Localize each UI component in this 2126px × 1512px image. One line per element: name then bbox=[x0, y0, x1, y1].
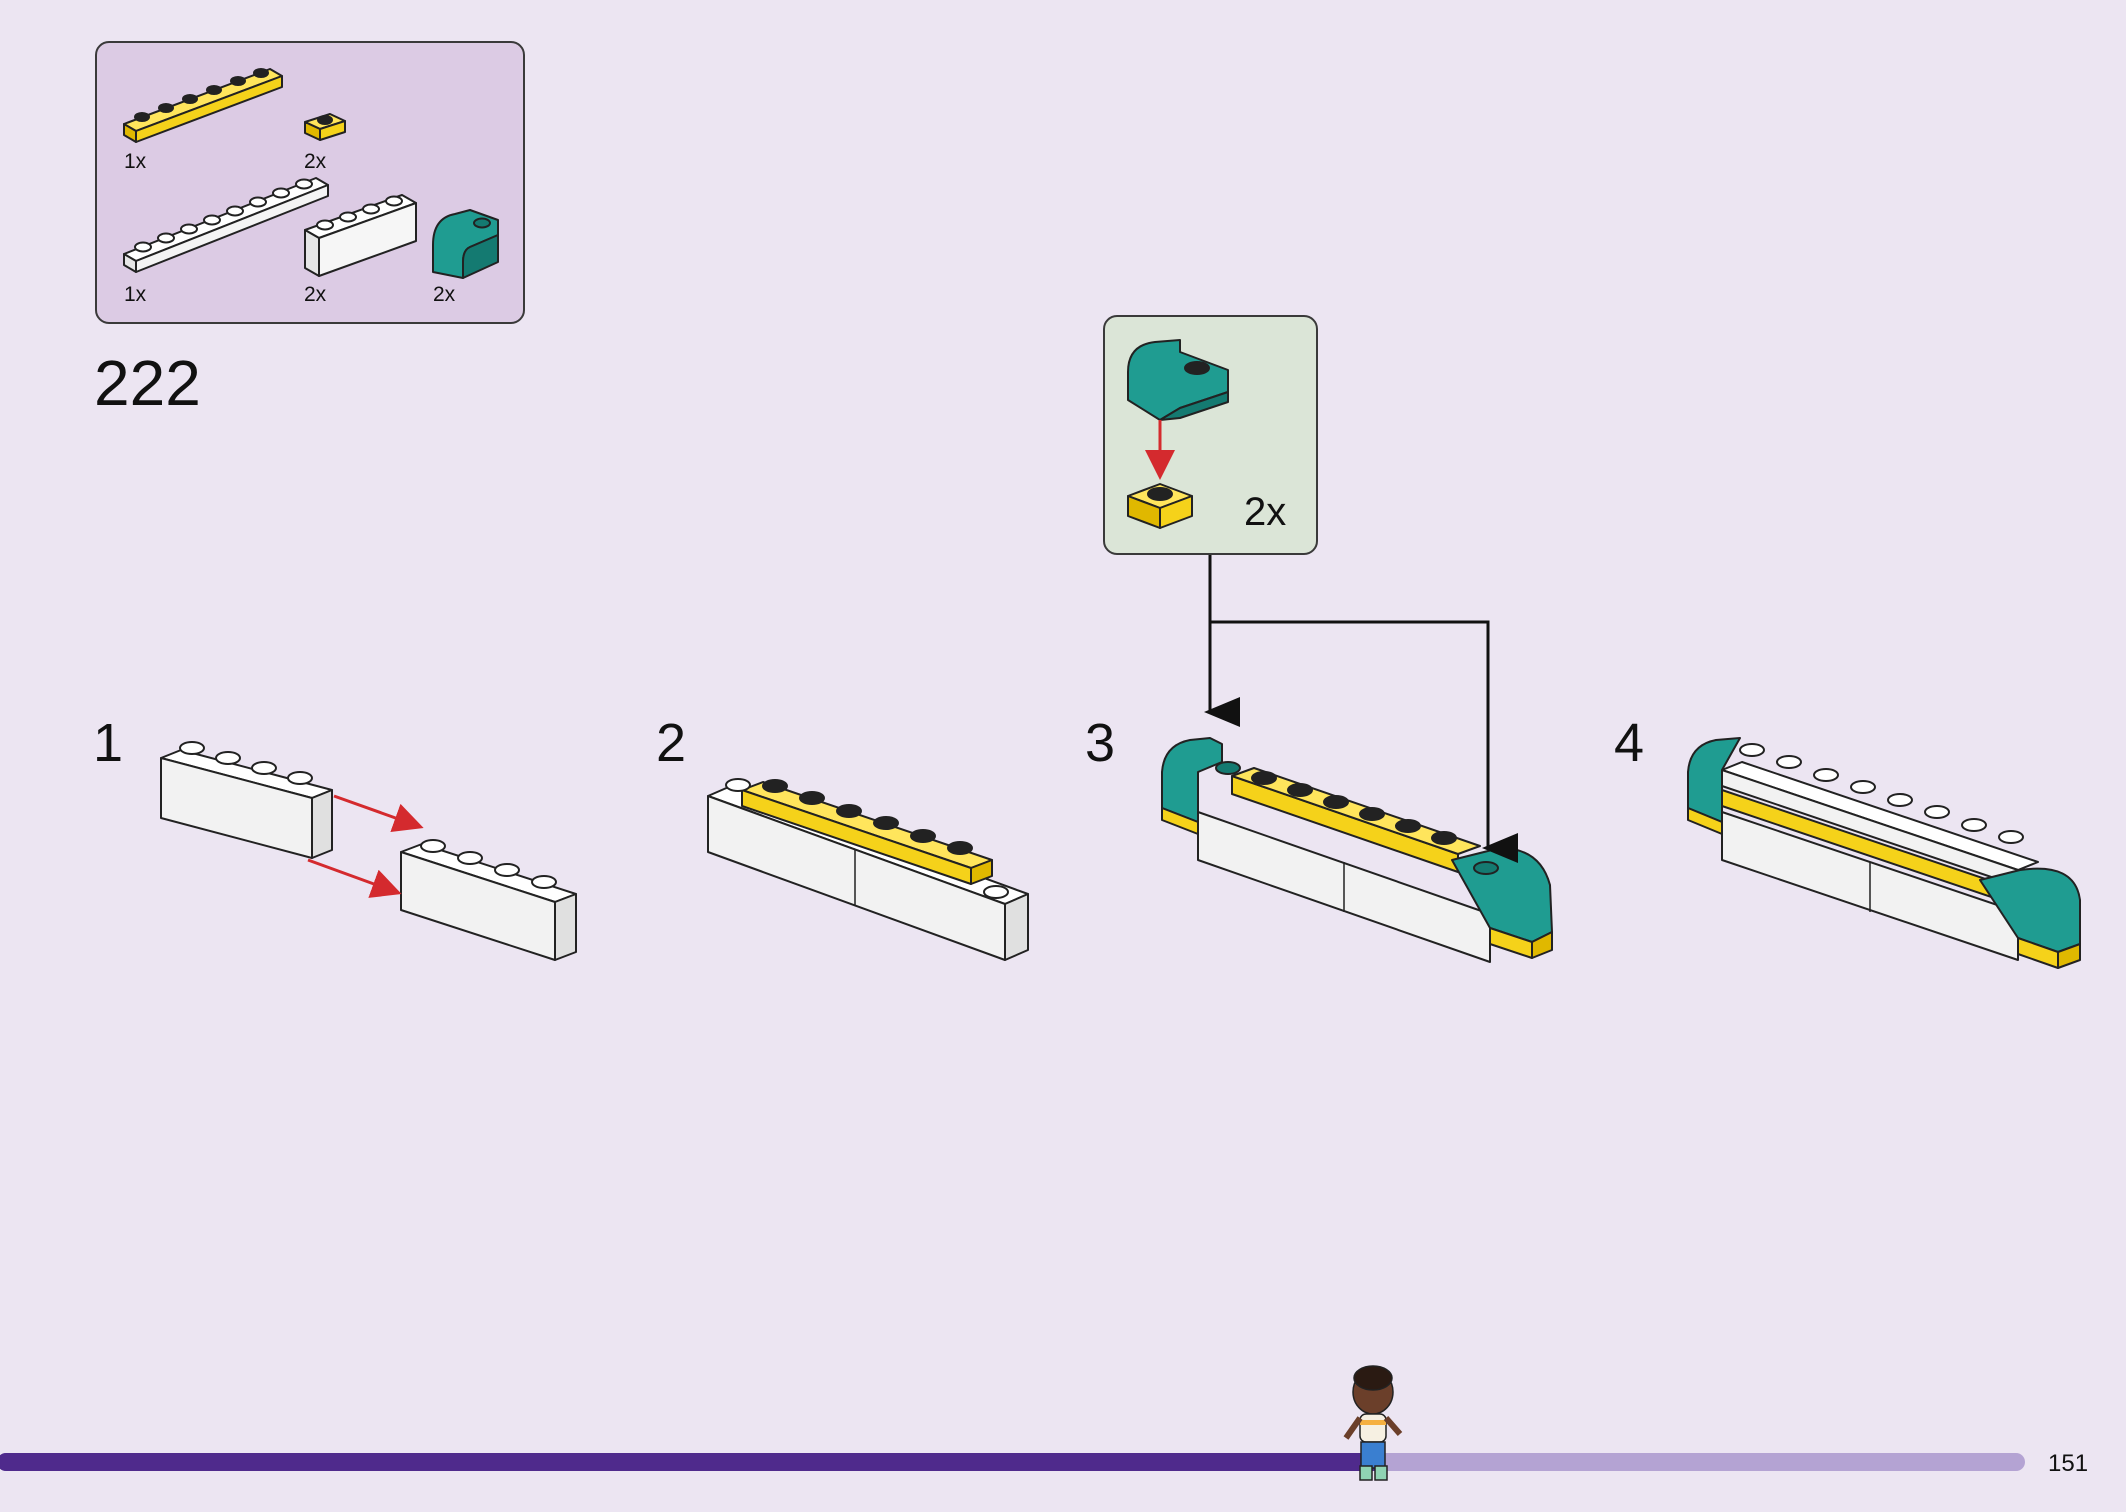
substep-number: 4 bbox=[1614, 713, 1645, 773]
callout-teal-slope-icon bbox=[1127, 339, 1229, 421]
yellow-plate-1x1-icon bbox=[304, 113, 346, 141]
yellow-plate-1x6-icon bbox=[123, 68, 283, 143]
main-step-number: 222 bbox=[94, 347, 201, 419]
step1-white-brick-right bbox=[400, 839, 577, 961]
teal-curved-slope-icon bbox=[432, 209, 499, 279]
substep-number: 2 bbox=[656, 713, 687, 773]
step3-assembly bbox=[1161, 737, 1553, 963]
step1-white-brick-left bbox=[160, 741, 333, 859]
callout-connector-arrows bbox=[1204, 555, 1518, 863]
part-qty: 2x bbox=[304, 283, 327, 306]
callout-yellow-plate-icon bbox=[1127, 483, 1193, 529]
white-brick-1x4-icon bbox=[304, 194, 417, 277]
white-plate-1x8-icon bbox=[123, 177, 329, 273]
part-qty: 1x bbox=[124, 283, 147, 306]
step4-assembly bbox=[1687, 737, 2081, 969]
callout-qty: 2x bbox=[1244, 490, 1287, 534]
page-number: 151 bbox=[2048, 1450, 2089, 1477]
step2-assembly bbox=[707, 778, 1029, 961]
part-qty: 2x bbox=[304, 150, 327, 173]
substep-number: 1 bbox=[93, 713, 124, 773]
part-qty: 2x bbox=[433, 283, 456, 306]
substep-number: 3 bbox=[1085, 713, 1116, 773]
minifigure-icon bbox=[1343, 1365, 1403, 1481]
part-qty: 1x bbox=[124, 150, 147, 173]
